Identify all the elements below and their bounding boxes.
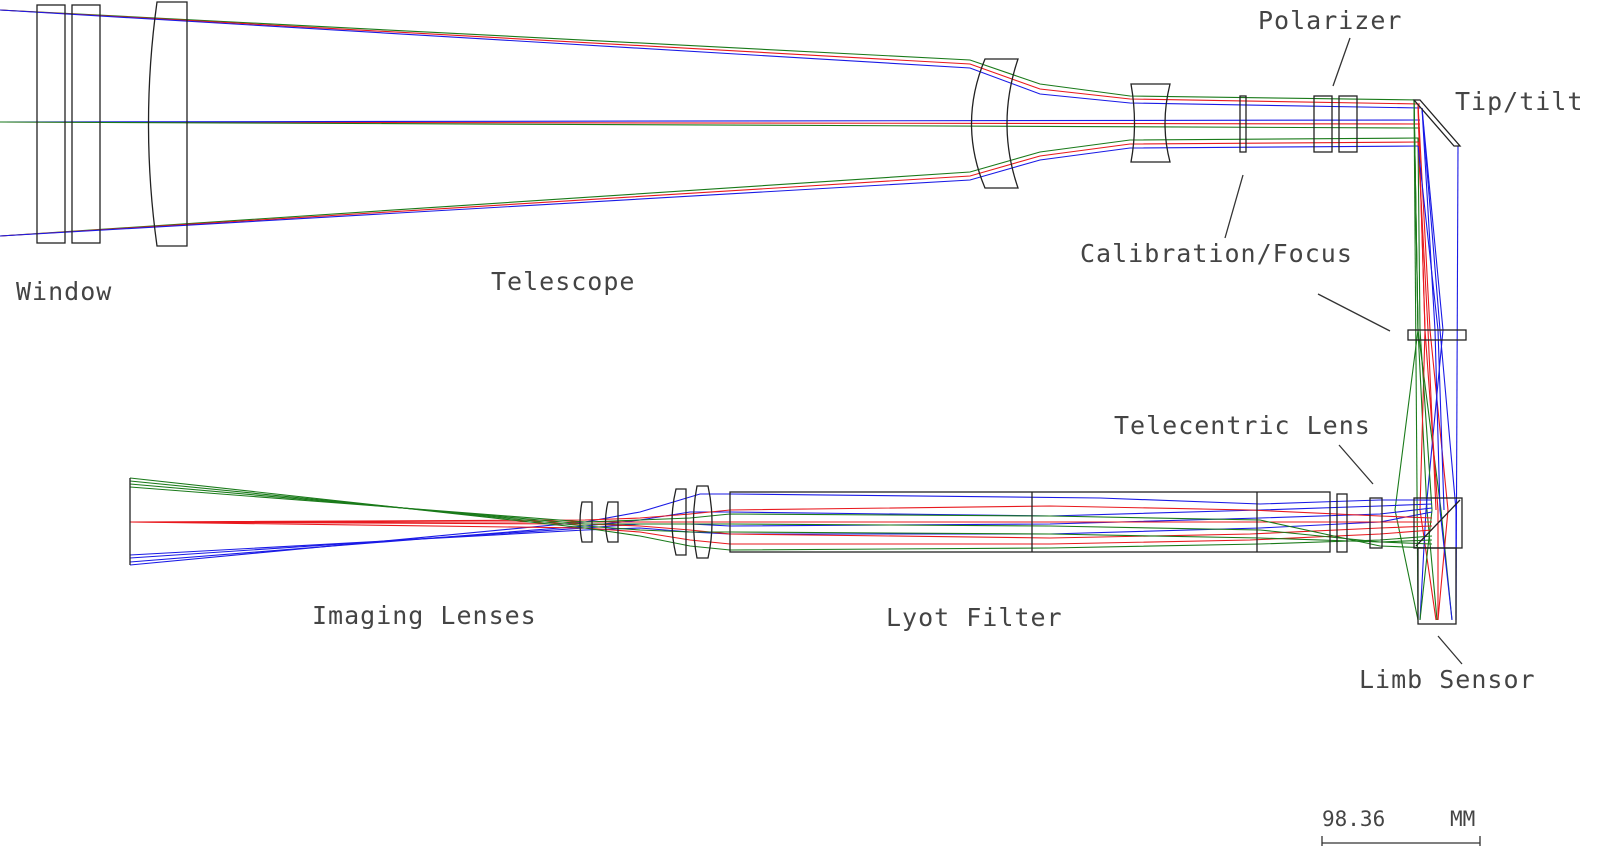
polarizer-plate-1 — [1313, 95, 1333, 153]
ray-blue-chief — [0, 119, 1421, 123]
label-polarizer: Polarizer — [1258, 6, 1402, 35]
window-plate-1 — [36, 4, 66, 244]
label-window: Window — [16, 277, 112, 306]
ray-green-chief — [0, 121, 1421, 129]
polarizer-leader — [1332, 37, 1351, 87]
telescope-secondary-lens — [970, 58, 1019, 189]
label-tiptilt: Tip/tilt — [1455, 87, 1583, 116]
tip-tilt-mirror — [1412, 99, 1462, 147]
ray-blue-upper — [0, 9, 1421, 109]
lyot-filter-body — [729, 491, 1331, 553]
telescope-objective-lens — [147, 1, 188, 247]
label-imaging-lenses: Imaging Lenses — [312, 601, 537, 630]
ray-green-upper — [0, 9, 1421, 101]
window-plate-2 — [71, 4, 101, 244]
polarizer-elements — [1313, 95, 1358, 153]
imaging-lenses — [579, 485, 713, 559]
ray-red-lower — [0, 141, 1421, 237]
window-elements — [36, 4, 101, 244]
scale-value: 98.36 — [1322, 807, 1385, 831]
limb-sensor-detector — [1417, 547, 1457, 625]
focus-plate — [1407, 329, 1467, 341]
telecentric-lens-elements — [1336, 493, 1383, 553]
label-lyot-filter: Lyot Filter — [886, 603, 1063, 632]
label-limb-sensor: Limb Sensor — [1359, 665, 1536, 694]
leader-lines — [1224, 37, 1463, 665]
calibration-focus-element — [1239, 95, 1247, 153]
limb-leader — [1437, 635, 1463, 665]
negative-lens — [1130, 83, 1171, 163]
ray-red-chief — [0, 121, 1421, 125]
ray-blue-lower — [0, 145, 1421, 237]
top-ray-bundle — [0, 9, 1421, 237]
label-calibration-focus: Calibration/Focus — [1080, 239, 1353, 268]
calibration-leader — [1224, 174, 1244, 239]
focus-leader — [1317, 293, 1391, 332]
telecentric-leader — [1338, 444, 1374, 485]
ray-red-upper — [0, 9, 1421, 105]
label-telescope: Telescope — [491, 267, 635, 296]
scale-unit: MM — [1450, 807, 1475, 831]
ray-green-lower — [0, 137, 1421, 237]
polarizer-plate-2 — [1338, 95, 1358, 153]
label-telecentric-lens: Telecentric Lens — [1114, 411, 1371, 440]
scale-bar: 98.36 MM — [1321, 807, 1481, 846]
vertical-ray-bundle — [1394, 99, 1459, 621]
